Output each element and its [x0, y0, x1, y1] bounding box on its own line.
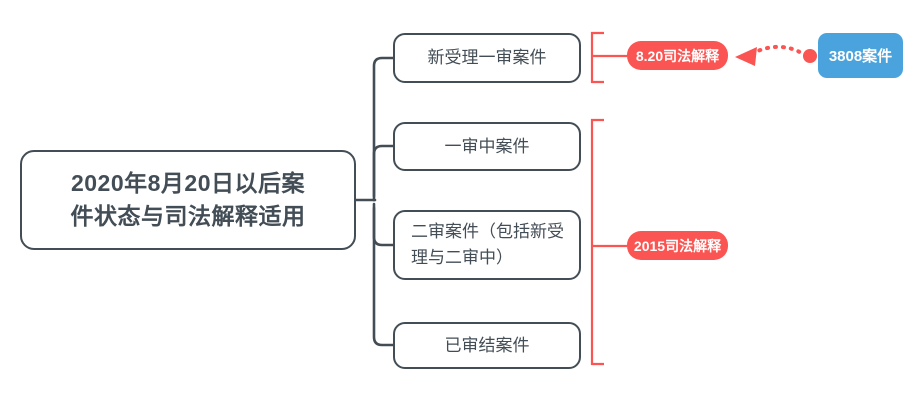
- badge-2015-interpretation[interactable]: 2015司法解释: [627, 231, 728, 260]
- node-label: 新受理一审案件: [427, 48, 547, 67]
- node-new-first-instance[interactable]: 新受理一审案件: [393, 33, 581, 83]
- dotted-arrow-connector: [735, 44, 817, 66]
- root-node-label: 2020年8月20日以后案 件状态与司法解释适用: [71, 167, 306, 233]
- node-second-instance[interactable]: 二审案件（包括新受理与二审中）: [393, 210, 581, 280]
- badge-case-count[interactable]: 3808案件: [818, 33, 903, 78]
- badge-820-interpretation[interactable]: 8.20司法解释: [627, 41, 728, 70]
- arrow-head-icon: [735, 47, 757, 66]
- node-label: 一审中案件: [444, 136, 530, 156]
- connector-node-4: [372, 206, 395, 347]
- arrow-origin-dot: [803, 49, 817, 63]
- node-in-first-instance[interactable]: 一审中案件: [393, 122, 581, 171]
- badge-label: 8.20司法解释: [635, 47, 720, 64]
- root-node[interactable]: 2020年8月20日以后案 件状态与司法解释适用: [20, 150, 356, 250]
- connector-node-1: [372, 56, 395, 202]
- badge-label: 3808案件: [828, 48, 893, 65]
- node-label: 二审案件（包括新受理与二审中）: [411, 222, 564, 267]
- bracket-820: [590, 31, 604, 84]
- dotted-arrow-path: [748, 44, 808, 58]
- node-concluded-case[interactable]: 已审结案件: [393, 322, 581, 369]
- connector-node-2: [372, 144, 395, 198]
- node-label: 已审结案件: [444, 335, 530, 355]
- root-node-label-line1: 2020年8月20日以后案: [70, 170, 306, 196]
- bracket-2015: [590, 118, 604, 366]
- connector-node-3: [372, 202, 395, 247]
- root-node-label-line2: 件状态与司法解释适用: [70, 203, 306, 229]
- badge-label: 2015司法解释: [633, 237, 722, 254]
